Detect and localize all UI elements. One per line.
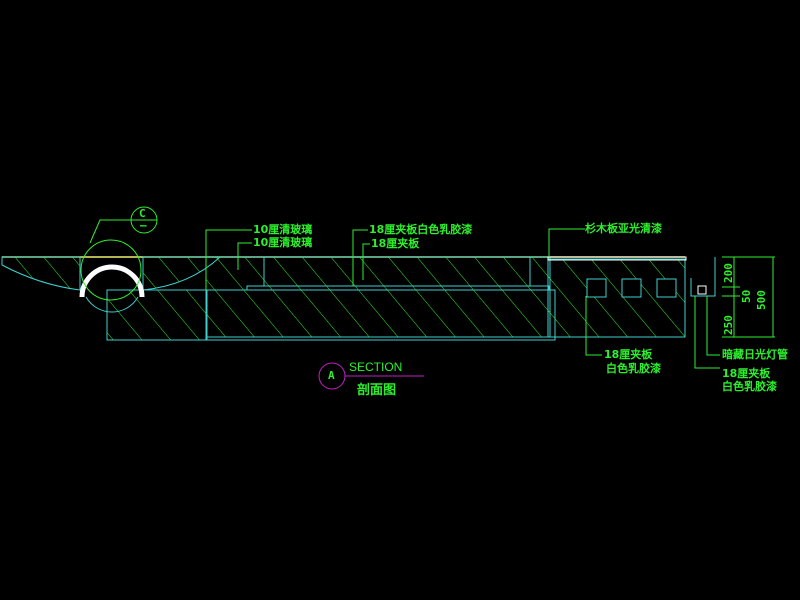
tube-light-icon [697,285,707,295]
detail-circle [80,239,142,301]
label-plywood-right-1: 18厘夹板 [722,367,771,380]
label-fir-board: 杉木板亚光清漆 [585,222,662,235]
right-block [547,258,686,338]
square-3 [656,278,677,298]
label-glass-2: 10厘清玻璃 [253,236,313,249]
square-2 [621,278,642,298]
callout-c-sub: – [140,219,147,232]
dim-250: 250 [722,315,735,335]
label-plywood-right-2: 白色乳胶漆 [722,380,777,393]
main-body [205,256,551,338]
light-trough [690,257,716,297]
callout-c-letter: C [139,207,146,220]
label-plywood-lower-2: 白色乳胶漆 [606,362,661,375]
label-plywood-lower-1: 18厘夹板 [604,348,653,361]
dim-50: 50 [740,289,753,303]
section-title: SECTION [349,360,403,374]
section-subtitle: 剖面图 [357,383,397,398]
base-left [106,289,208,341]
left-curve-section [1,256,81,291]
square-1 [586,278,607,298]
dim-200: 200 [722,263,735,283]
label-plywood-white: 18厘夹板白色乳胶漆 [369,223,473,236]
label-hidden-light: 暗藏日光灯管 [722,348,788,361]
section-letter: A [328,369,335,382]
dim-500: 500 [755,290,768,310]
label-plywood: 18厘夹板 [371,237,420,250]
label-glass-1: 10厘清玻璃 [253,223,313,236]
